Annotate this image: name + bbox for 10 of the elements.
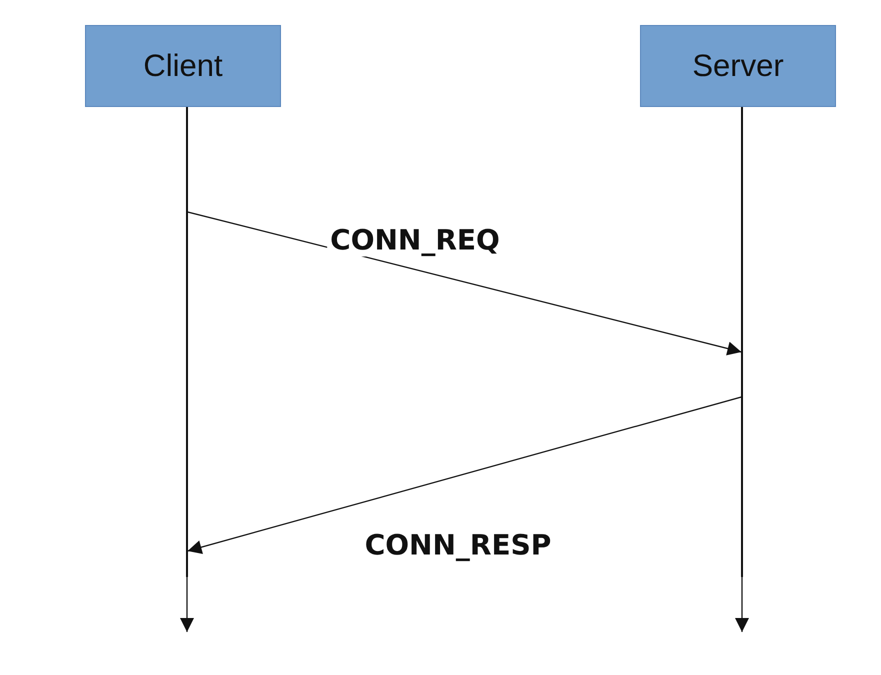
participant-box (640, 25, 836, 107)
participant-box (85, 25, 281, 107)
lifeline (186, 107, 188, 577)
lifeline-arrow (180, 577, 194, 632)
message-arrow (187, 211, 742, 356)
lifeline (741, 107, 743, 577)
message-arrow (187, 396, 742, 554)
lifeline-arrow (735, 577, 749, 632)
participant-name: Client (143, 48, 223, 84)
participant-name: Server (692, 48, 784, 84)
